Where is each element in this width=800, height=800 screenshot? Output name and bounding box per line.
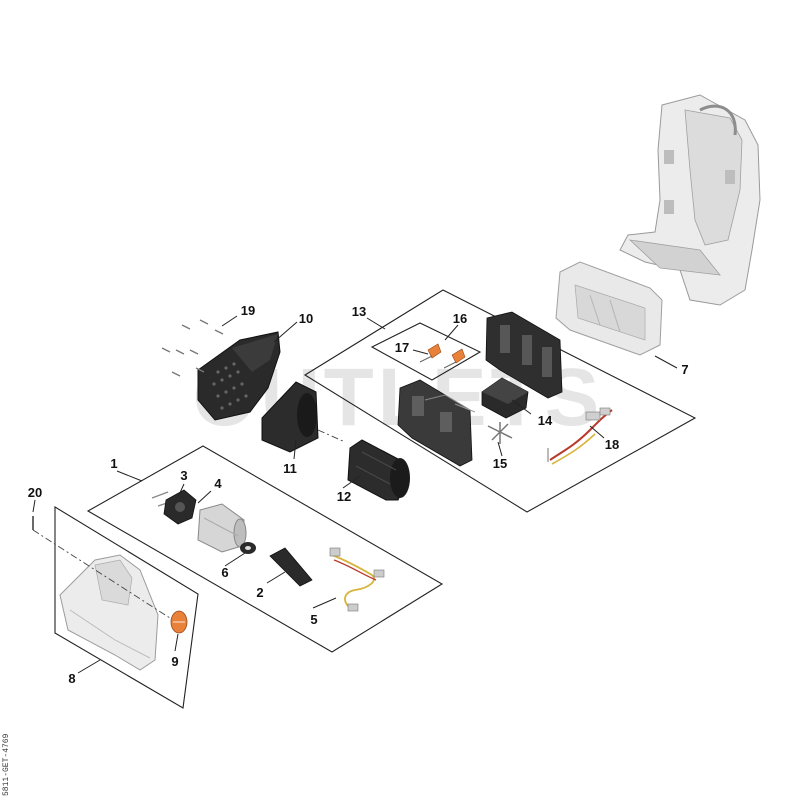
callout-12: 12 xyxy=(337,489,351,504)
bearing-part xyxy=(240,542,256,554)
housing-shell-part xyxy=(619,94,761,306)
group-16-box xyxy=(370,322,482,381)
control-module-part xyxy=(481,377,529,419)
callout-5: 5 xyxy=(310,612,317,627)
rear-bracket-part xyxy=(485,311,563,399)
callout-7: 7 xyxy=(681,362,688,377)
callout-14: 14 xyxy=(538,413,553,428)
leader-lines xyxy=(32,315,678,674)
callout-19: 19 xyxy=(241,303,255,318)
group-8-box xyxy=(54,506,199,709)
orange-cap-part xyxy=(170,610,188,634)
callout-10: 10 xyxy=(299,311,313,326)
screw-set-part xyxy=(161,319,224,377)
spring-clip-part xyxy=(454,403,513,444)
callout-6: 6 xyxy=(221,565,228,580)
front-frame-part xyxy=(397,379,473,467)
callout-15: 15 xyxy=(493,456,507,471)
wiring-loom-part xyxy=(329,547,385,612)
callout-3: 3 xyxy=(180,468,187,483)
intake-grille-part xyxy=(197,331,281,421)
motor-part xyxy=(197,503,247,553)
callout-8: 8 xyxy=(68,671,75,686)
group-1-box xyxy=(86,445,444,653)
callout-2: 2 xyxy=(256,585,263,600)
callout-1: 1 xyxy=(110,456,117,471)
callout-4: 4 xyxy=(214,476,222,491)
motor-housing-part xyxy=(347,439,410,501)
drawing-code: 5811-GET-4769 xyxy=(2,733,11,796)
callout-17: 17 xyxy=(395,340,409,355)
callout-9: 9 xyxy=(171,654,178,669)
inlet-funnel-part xyxy=(261,381,346,453)
motor-cradle-part xyxy=(555,261,663,356)
callout-18: 18 xyxy=(605,437,619,452)
callout-13: 13 xyxy=(352,304,366,319)
callout-labels: 1 2 3 4 5 6 7 8 9 10 11 12 13 14 15 16 1… xyxy=(28,303,689,686)
blower-housing-part xyxy=(59,554,159,671)
pin-part xyxy=(32,516,171,619)
clip-pair-part xyxy=(419,343,466,369)
nozzle-cone-part xyxy=(269,547,313,587)
callout-11: 11 xyxy=(283,461,297,476)
callout-16: 16 xyxy=(453,311,467,326)
group-13-box xyxy=(303,289,697,513)
callout-20: 20 xyxy=(28,485,42,500)
fan-impeller-part xyxy=(151,489,197,525)
wire-harness-part xyxy=(547,407,613,465)
